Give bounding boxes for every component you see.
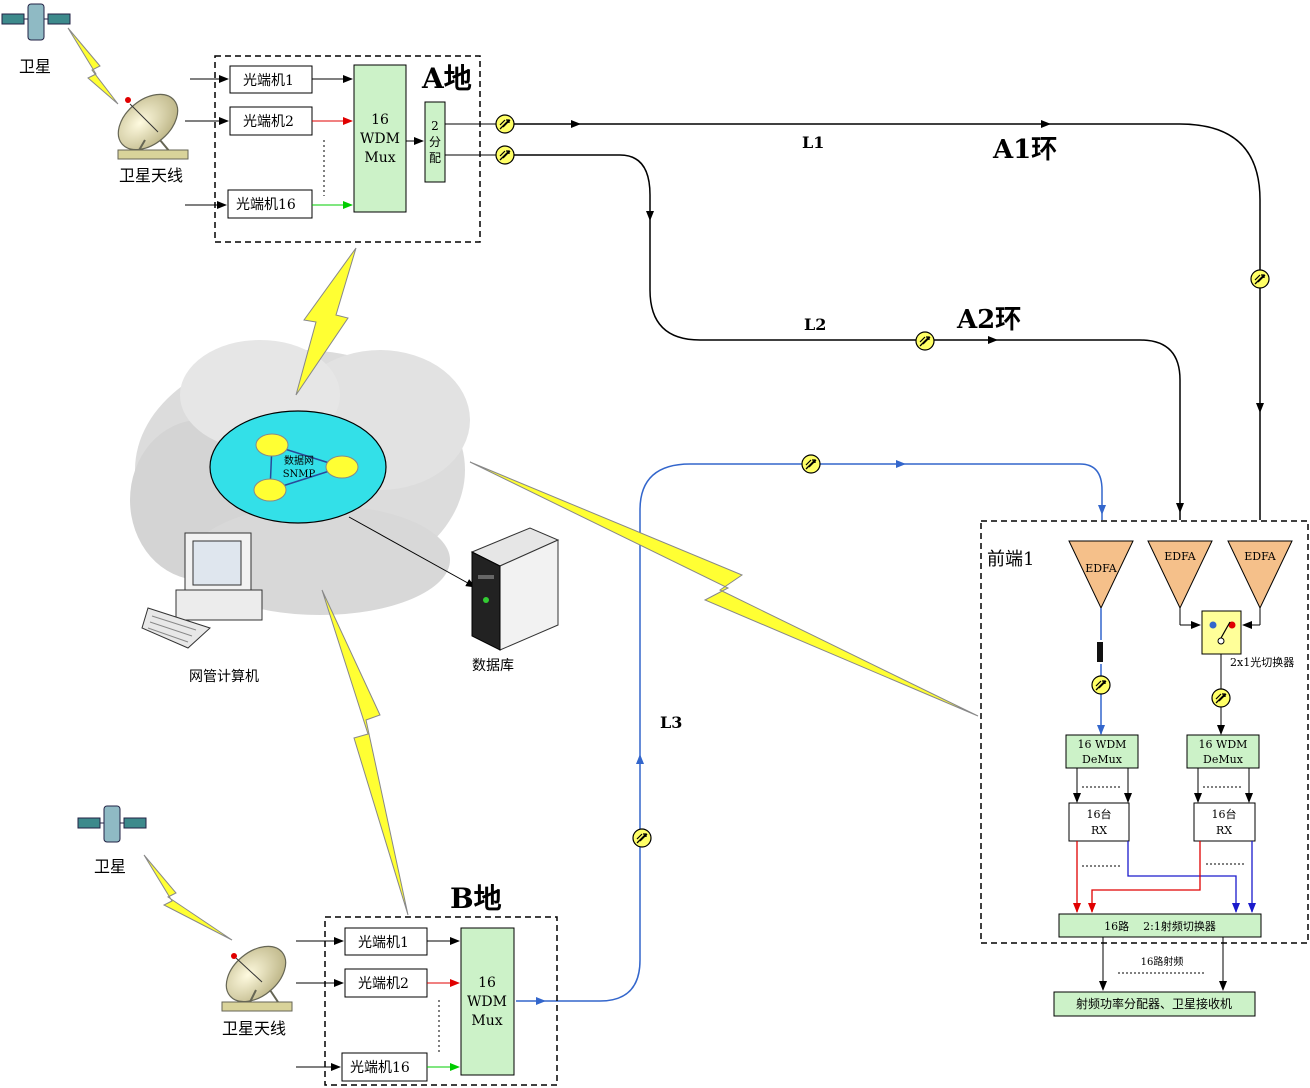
site-b-title: B地 [450, 882, 502, 915]
rx-left-line1: 16台 [1087, 807, 1112, 821]
computer-icon [141, 532, 263, 649]
site-b-frame [324, 916, 558, 1086]
site-a-mux-line1: 16 [371, 112, 389, 128]
demux-right [1186, 734, 1260, 769]
optical-switch [1201, 610, 1242, 655]
connector-icon [495, 114, 515, 134]
satellite-b: 卫星 [77, 805, 147, 876]
lightning-a-satellite [67, 27, 119, 105]
site-b-transmitter-1-label: 光端机1 [358, 935, 409, 951]
link-l3 [516, 463, 1103, 1002]
site-a-mux [353, 64, 407, 213]
site-a-transmitter-2-label: 光端机2 [243, 114, 294, 130]
output-label: 射频功率分配器、卫星接收机 [1076, 996, 1232, 1011]
network-snmp-ellipse [209, 410, 387, 524]
headend-frame [980, 520, 1309, 944]
lightning-network-headend [469, 461, 979, 717]
rx-left-line2: RX [1091, 824, 1107, 837]
edfa-1 [1068, 540, 1134, 610]
database-label: 数据库 [472, 658, 514, 674]
label-ring-a1: A1环 [992, 135, 1057, 165]
network-node [325, 455, 359, 479]
network-node [255, 433, 289, 457]
site-a-frame [214, 55, 481, 243]
site-a-transmitter-1 [229, 65, 313, 94]
computer-label: 网管计算机 [189, 669, 259, 685]
demux-right-line2: DeMux [1203, 753, 1244, 766]
antenna-b-label: 卫星天线 [222, 1019, 286, 1038]
site-a-title: A地 [421, 62, 472, 95]
rx-left [1068, 802, 1130, 842]
site-a-transmitter-1-label: 光端机1 [243, 73, 294, 89]
network-center-line1: 数据网 [284, 454, 314, 467]
site-a-mux-line3: Mux [364, 150, 395, 166]
network-center-line2: SNMP [283, 469, 316, 480]
site-a-transmitter-16 [227, 189, 313, 219]
site-b-transmitter-16 [341, 1052, 428, 1082]
site-a-transmitter-16-label: 光端机16 [236, 197, 296, 213]
antenna-a: 卫星天线 [117, 93, 189, 185]
headend-title: 前端1 [987, 549, 1034, 570]
site-a-splitter-line2: 分 [429, 135, 441, 149]
link-l1 [514, 123, 1261, 520]
label-ring-a2: A2环 [956, 305, 1021, 335]
label-l2: L2 [804, 315, 826, 334]
label-l3: L3 [660, 713, 682, 732]
connector-icon [495, 145, 515, 165]
connector-icon [801, 454, 821, 474]
site-b-mux-line3: Mux [471, 1013, 502, 1029]
site-b-transmitter-1 [344, 927, 428, 956]
dish-icon [221, 945, 293, 1012]
dish-icon [117, 93, 189, 160]
site-b-mux [460, 927, 515, 1076]
demux-left-line1: 16 WDM [1078, 738, 1127, 751]
satellite-a: 卫星 [1, 3, 71, 76]
site-a-splitter [424, 101, 446, 183]
rf-output-label: 16路射频 [1141, 955, 1184, 968]
output-box [1053, 991, 1256, 1017]
demux-left [1065, 734, 1139, 769]
edfa-1-label: EDFA [1085, 562, 1118, 575]
lightning-b-satellite [143, 854, 233, 941]
site-b-transmitter-16-label: 光端机16 [350, 1060, 410, 1076]
connector-icon [1211, 688, 1231, 708]
site-a-mux-line2: WDM [360, 131, 400, 147]
site-b-transmitter-2 [344, 968, 428, 998]
label-l1: L1 [802, 133, 824, 152]
site-a-splitter-line1: 2 [431, 119, 439, 133]
demux-left-line2: DeMux [1082, 753, 1123, 766]
rx-right [1193, 802, 1256, 842]
connector-icon [1250, 269, 1270, 289]
lightning-network-site-b [321, 589, 409, 916]
connector-icon [915, 331, 935, 351]
rx-right-line1: 16台 [1212, 807, 1237, 821]
rx-right-line2: RX [1216, 824, 1232, 837]
edfa-3-label: EDFA [1244, 550, 1277, 563]
edfa-2-label: EDFA [1164, 550, 1197, 563]
satellite-icon [1, 3, 71, 41]
antenna-a-label: 卫星天线 [119, 166, 183, 185]
rf-switch-label: 16路 2:1射频切换器 [1104, 919, 1216, 933]
connector-icon [1091, 675, 1111, 695]
satellite-a-label: 卫星 [19, 57, 51, 76]
satellite-b-label: 卫星 [94, 857, 126, 876]
site-b-mux-line2: WDM [467, 994, 507, 1010]
satellite-icon [77, 805, 147, 843]
antenna-b: 卫星天线 [221, 945, 293, 1038]
site-b-mux-line1: 16 [478, 975, 496, 991]
lightning-network-site-a [295, 247, 357, 396]
site-b-transmitter-2-label: 光端机2 [358, 976, 409, 992]
edfa-3 [1227, 540, 1293, 610]
demux-right-line1: 16 WDM [1199, 738, 1248, 751]
connector-icon [632, 828, 652, 848]
edfa-2 [1147, 540, 1213, 610]
optical-switch-label: 2x1光切换器 [1230, 655, 1294, 669]
database-server-icon [470, 527, 560, 651]
network-node [253, 478, 287, 502]
site-a-splitter-line3: 配 [429, 151, 441, 165]
link-l2 [514, 154, 1181, 520]
rf-switch [1058, 913, 1262, 938]
